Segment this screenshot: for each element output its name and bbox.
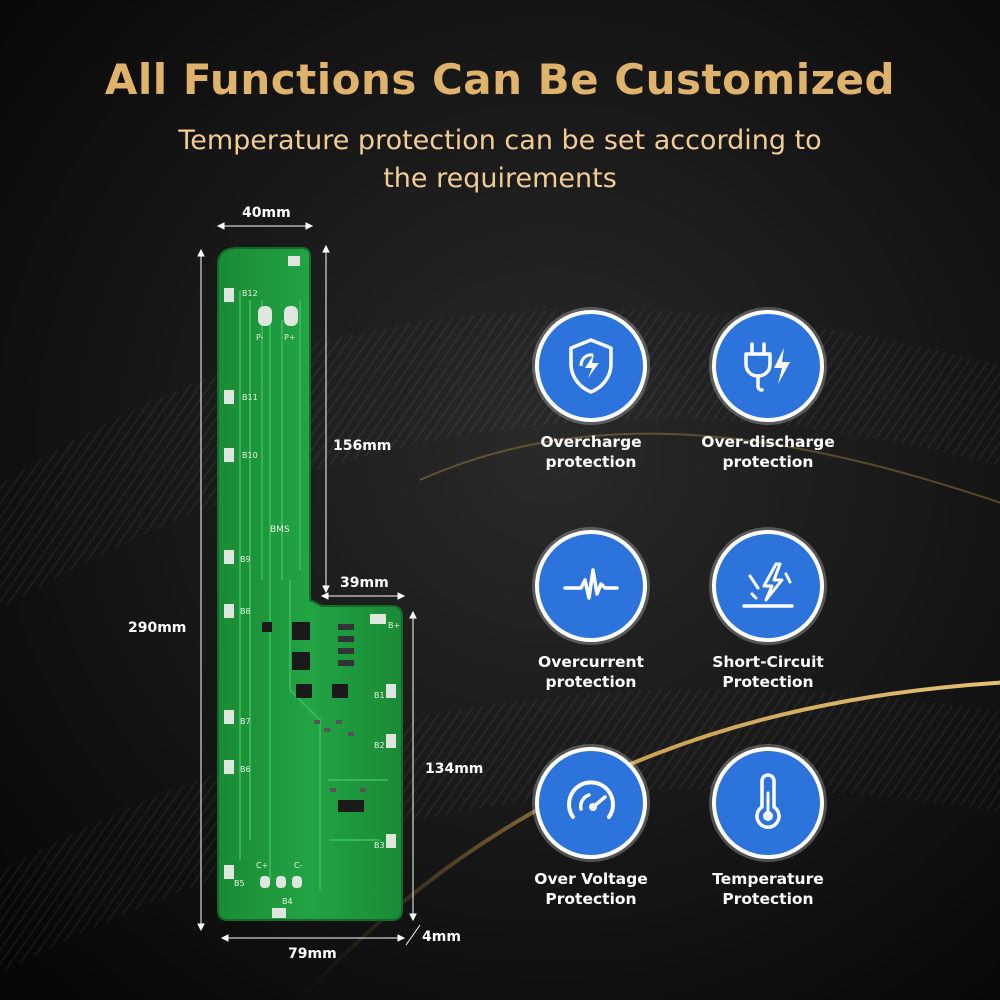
feature-label-line1: Overcurrent xyxy=(538,653,644,671)
feature-label-line2: protection xyxy=(545,453,637,471)
feature-circle xyxy=(535,747,647,859)
feature-circle xyxy=(535,310,647,422)
feature-over-voltage: Over Voltage Protection xyxy=(491,747,691,909)
pcb-label-b4: B4 xyxy=(282,897,293,906)
feature-label-line2: Protection xyxy=(722,890,814,908)
feature-label-line1: Short-Circuit xyxy=(712,653,824,671)
pcb-label-b7: B7 xyxy=(240,717,251,726)
shield-lightning-icon xyxy=(569,338,613,394)
feature-label-line1: Over-discharge xyxy=(701,433,835,451)
feature-label-line2: Protection xyxy=(722,673,814,691)
pcb-label-b1: B1 xyxy=(374,691,385,700)
pcb-label-b5: B5 xyxy=(234,879,245,888)
pcb-outline xyxy=(217,247,403,921)
plug-lightning-icon xyxy=(744,342,790,392)
feature-label-line2: Protection xyxy=(545,890,637,908)
pcb-logo: BMS xyxy=(270,525,290,535)
pcb-label-p-minus: P- xyxy=(256,333,264,342)
dim-total-height: 290mm xyxy=(128,620,187,636)
pcb-label-b6: B6 xyxy=(240,765,251,774)
thermometer-icon xyxy=(755,773,781,829)
pcb-label-p-plus: P+ xyxy=(284,333,296,342)
pcb-label-b3: B3 xyxy=(374,841,385,850)
page-subtitle: Temperature protection can be set accord… xyxy=(100,122,900,198)
dim-total-width: 79mm xyxy=(288,946,337,962)
pcb-label-b11: B11 xyxy=(242,393,258,402)
pcb-label-b-plus: B+ xyxy=(388,621,400,630)
pcb-label-b12: B12 xyxy=(242,289,258,298)
dim-step-width: 39mm xyxy=(340,575,389,591)
dim-thickness: 4mm xyxy=(422,929,461,945)
pcb-label-b9: B9 xyxy=(240,555,251,564)
short-circuit-bolt-icon xyxy=(742,562,794,608)
dim-upper-height: 156mm xyxy=(333,438,392,454)
pcb-label-c-minus: C- xyxy=(294,861,303,870)
pcb-label-c-plus: C+ xyxy=(256,861,268,870)
gauge-icon xyxy=(567,780,615,819)
feature-label-line1: Overcharge xyxy=(540,433,642,451)
feature-overcurrent: Overcurrent protection xyxy=(491,530,691,692)
subtitle-line-2: the requirements xyxy=(383,163,617,194)
feature-circle xyxy=(712,310,824,422)
dim-top-width: 40mm xyxy=(242,205,291,221)
feature-overcharge: Overcharge protection xyxy=(491,310,691,472)
feature-over-discharge: Over-discharge protection xyxy=(668,310,868,472)
feature-label-line2: protection xyxy=(545,673,637,691)
feature-circle xyxy=(535,530,647,642)
feature-short-circuit: Short-Circuit Protection xyxy=(668,530,868,692)
pcb-label-b2: B2 xyxy=(374,741,385,750)
pcb-label-b10: B10 xyxy=(242,451,258,460)
feature-label-line1: Temperature xyxy=(712,870,824,888)
subtitle-line-1: Temperature protection can be set accord… xyxy=(178,125,822,156)
feature-temperature: Temperature Protection xyxy=(668,747,868,909)
feature-circle xyxy=(712,747,824,859)
dim-lower-height: 134mm xyxy=(425,761,484,777)
pulse-wave-icon xyxy=(563,568,619,600)
bms-pcb-board: B12 B11 B10 B9 B8 B7 B6 B5 B4 B3 B2 B1 B… xyxy=(217,247,403,921)
page-title: All Functions Can Be Customized xyxy=(104,55,896,104)
feature-circle xyxy=(712,530,824,642)
feature-label-line2: protection xyxy=(722,453,814,471)
pcb-label-b8: B8 xyxy=(240,607,251,616)
feature-label-line1: Over Voltage xyxy=(534,870,648,888)
